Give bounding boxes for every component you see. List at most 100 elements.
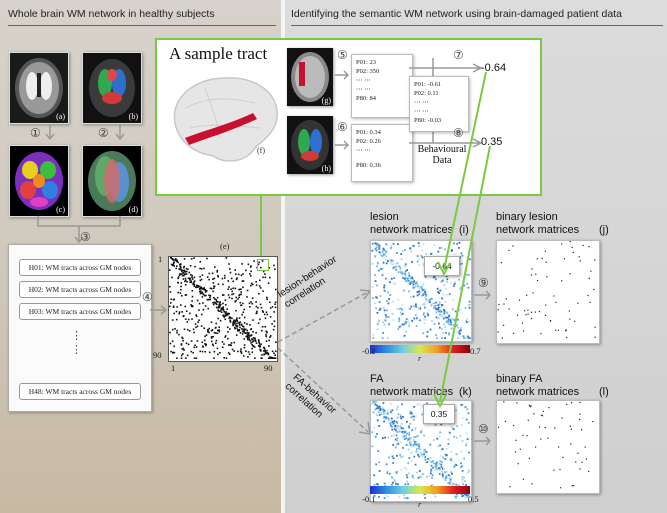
arrow-i-to-j [474,290,492,300]
fa-colorbar [370,486,470,494]
step-7-marker: ⑦ [453,48,464,62]
right-header-rule [291,25,663,26]
sample-tract-panel: A sample tract (f) (g) (h) ⑤ [155,38,542,196]
dti-brain-drawing [89,59,135,117]
atlas-parcellation-image: (c) [9,145,69,217]
t1-brain-drawing [15,58,63,118]
binary-lesion-drawing [497,241,596,339]
panel-label-l: (l) [599,386,609,398]
lesion-score-row: P02: 350 [356,68,380,75]
binary-fa-drawing [498,401,594,489]
arrow-h-to-scores [335,140,350,150]
fa-score-list: P01: 0.34 P02: 0.26 ⋯ ⋯ P80: 0.36 [351,124,413,182]
panel-label-i: (i) [459,224,469,236]
panel-label-h: (h) [321,164,331,173]
arrow-list-to-matrix [150,305,168,315]
sample-connector-line [260,192,262,256]
green-value-arrows [433,71,491,409]
panel-label-a: (a) [56,112,65,121]
fa-colorbar-min: -0.1 [362,494,376,504]
step-1-marker: ① [30,126,41,140]
panel-label-b: (b) [128,112,138,121]
tract-list-ellipsis-2: ⋮ [71,344,82,356]
dti-brain-image: (b) [82,52,142,124]
binary-fa-title: binary FA network matrices [496,373,580,398]
lesion-matrix-popup: -0.64 [424,256,460,276]
behaviour-score-row: P01: -0.61 [414,81,442,88]
binary-fa-matrix [496,400,600,494]
behaviour-score-row: P80: -0.03 [414,117,442,124]
binary-lesion-matrix [496,240,600,344]
fa-score-row: P80: 0.36 [356,162,381,169]
tract-row-h03: H03: WM tracts across GM nodes [19,303,141,320]
section-divider [281,0,285,513]
fa-correlation-value: 0.35 [481,136,503,148]
lesion-matrix-title: lesion network matrices [370,211,454,236]
fa-score-row: P02: 0.26 [356,138,381,145]
tract-row-h48: H48: WM tracts across GM nodes [19,383,141,400]
merge-arrows [37,216,121,244]
matrix-e-tick-top: 1 [158,254,163,264]
step-3-marker: ③ [80,230,91,244]
binary-lesion-title: binary lesion network matrices [496,211,580,236]
lesion-map-image: (g) [287,48,333,106]
arrow-b-to-d [115,125,125,141]
step-2-marker: ② [98,126,109,140]
matrix-e-highlight [257,259,269,271]
binary-connectivity-matrix-e [168,256,278,362]
panel-label-j: (j) [599,224,609,236]
panel-label-g: (g) [321,96,331,105]
fa-colorbar-label: r [418,499,422,509]
panel-label-c: (c) [56,205,65,214]
matrix-e-label: (e) [220,241,230,251]
step-5-marker: ⑤ [337,48,348,62]
lesion-score-list: P01: 23 P02: 350 ⋯ ⋯ ⋯ ⋯ P80: 84 [351,54,413,118]
step-4-marker: ④ [142,290,153,304]
fa-map-drawing [291,120,329,170]
fa-colorbar-max: 0.5 [468,494,479,504]
behaviour-score-row: ⋯ ⋯ [414,108,429,115]
step-6-marker: ⑥ [337,120,348,134]
behaviour-score-row: ⋯ ⋯ [414,99,429,106]
step-8-marker: ⑧ [453,126,464,140]
right-header: Identifying the semantic WM network usin… [291,8,622,20]
lesion-map-drawing [291,52,329,102]
panel-label-f: (f) [257,146,265,155]
panel-label-k: (k) [459,386,472,398]
step-9-marker: ⑨ [478,276,489,290]
lesion-score-row: ⋯ ⋯ [356,77,371,84]
lesion-score-row: P01: 23 [356,59,377,66]
t1-brain-image: (a) [9,52,69,124]
lesion-colorbar-max: 0.7 [470,346,481,356]
left-header: Whole brain WM network in healthy subjec… [8,8,215,20]
arrow-k-to-l [474,436,492,446]
step-10-marker: ⑩ [478,422,489,436]
brain-3d-rendering [173,77,278,162]
subject-tract-list: H01: WM tracts across GM nodes H02: WM t… [8,244,152,412]
behaviour-score-list: P01: -0.61 P02: 0.11 ⋯ ⋯ ⋯ ⋯ P80: -0.03 [409,76,469,132]
panel-label-d: (d) [128,205,138,214]
lesion-correlation-value: -0.64 [481,62,507,74]
tract-row-h02: H02: WM tracts across GM nodes [19,281,141,298]
fa-network-matrix [370,400,472,502]
fa-matrix-drawing [371,401,470,499]
lesion-score-row: P80: 84 [356,95,377,102]
lesion-score-row: ⋯ ⋯ [356,86,371,93]
matrix-e-tick-bottom-1: 1 [171,363,176,373]
matrix-e-tick-bottom-90: 90 [264,363,273,373]
tractography-drawing [88,151,136,211]
arrow-g-to-scores [335,70,350,80]
behaviour-score-row: P02: 0.11 [414,90,439,97]
lesion-colorbar-min: -0.2 [362,346,376,356]
behavioural-data-label: Behavioural Data [417,144,467,166]
matrix-e-drawing [169,257,277,359]
lesion-colorbar-label: r [418,353,422,363]
arrow-a-to-c [45,125,55,141]
tract-row-h01: H01: WM tracts across GM nodes [19,259,141,276]
sample-tract-title: A sample tract [169,44,268,63]
matrix-e-tick-left: 90 [153,350,162,360]
tract-list-ellipsis: ⋮ [71,330,82,342]
fa-score-row: P01: 0.34 [356,129,381,136]
tractography-image: (d) [82,145,142,217]
